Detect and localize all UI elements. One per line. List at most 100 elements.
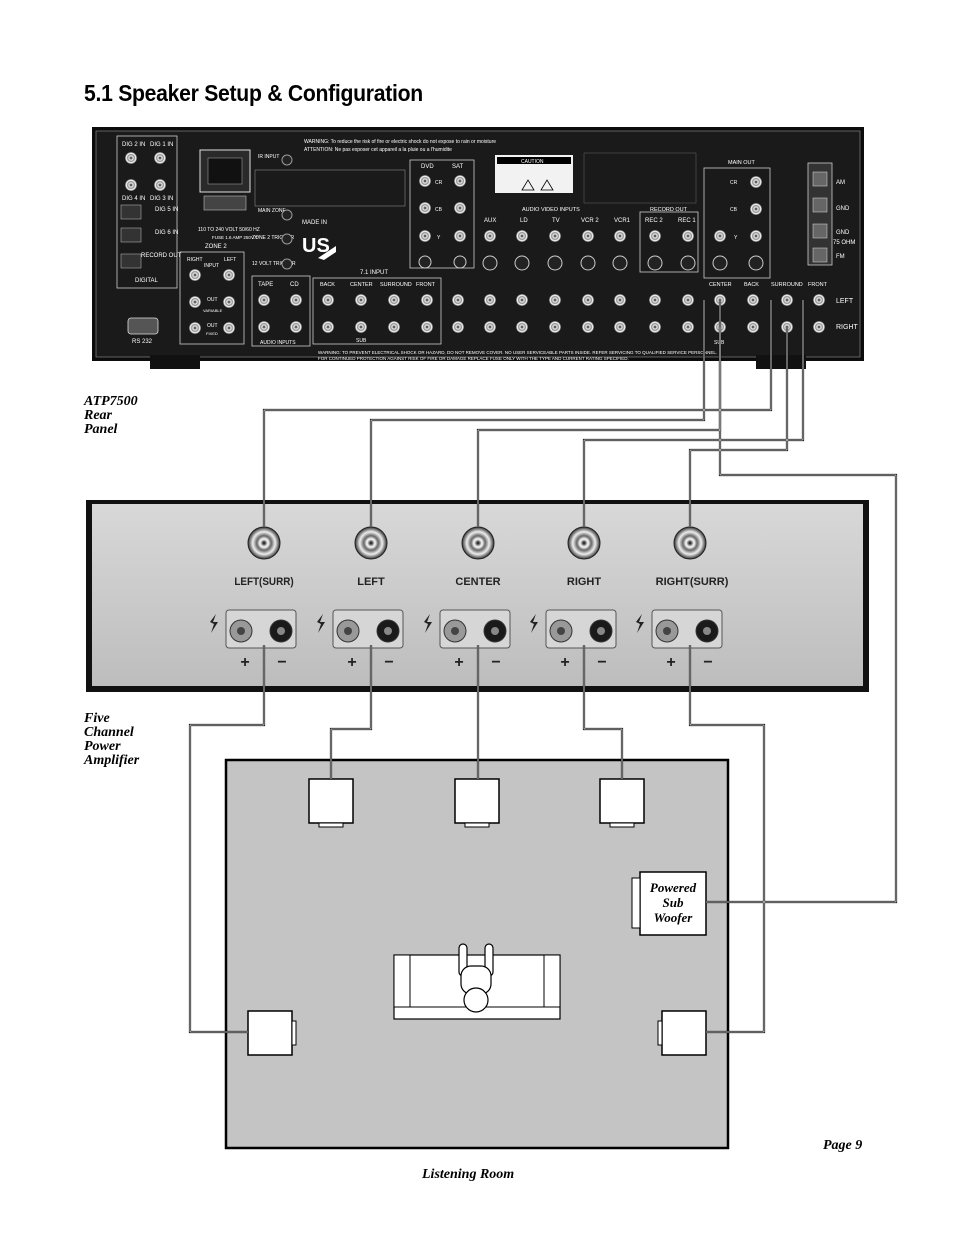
binding-post-negative-core — [384, 627, 392, 635]
dig3-jack — [154, 179, 166, 191]
gnd-label: GND — [836, 206, 850, 212]
vcr2-label: VCR 2 — [581, 218, 599, 224]
gnd-terminal-2 — [812, 223, 828, 239]
volt-trigger-jack — [281, 258, 293, 270]
surround-right-speaker-base — [657, 1020, 663, 1046]
center-speaker — [454, 778, 500, 824]
plus-label: + — [454, 654, 463, 671]
dig2-jack — [125, 152, 137, 164]
vcr1-video-jack — [614, 230, 626, 242]
fuse-holder — [203, 195, 247, 211]
dvd-cb-label: CB — [435, 207, 443, 213]
dig4-jack — [125, 179, 137, 191]
serial-label-area — [254, 169, 406, 207]
main-out-svideo-jack — [712, 255, 728, 271]
input-71-box — [312, 277, 442, 345]
main-out-back-right-jack — [747, 321, 759, 333]
subwoofer-side — [631, 877, 641, 929]
binding-post-positive-core — [344, 627, 352, 635]
zone2-box — [179, 251, 245, 345]
caution-triangle-right — [540, 179, 554, 191]
av-audio-jacks — [452, 294, 694, 333]
amp-input-jack-center — [461, 526, 495, 560]
gnd-terminal — [812, 197, 828, 213]
minus-label: − — [384, 654, 393, 671]
binding-post-positive-core — [663, 627, 671, 635]
aux-label: AUX — [484, 218, 496, 224]
main-out-cb-jack — [750, 203, 762, 215]
amp-input-jack-left-surr — [247, 526, 281, 560]
patents-text-area — [583, 152, 697, 204]
rec1-video-jack — [682, 230, 694, 242]
caption-line: Amplifier — [84, 753, 140, 768]
audio-video-inputs-label: AUDIO VIDEO INPUTS — [522, 207, 580, 213]
amp-input-jack-left — [354, 526, 388, 560]
main-out-label: MAIN OUT — [728, 160, 756, 166]
lightning-icon — [530, 614, 538, 633]
av-audio-jack — [682, 294, 694, 306]
cd-right-jack — [290, 321, 302, 333]
tv-video-jack — [549, 230, 561, 242]
input-71-label: 7.1 INPUT — [360, 270, 388, 276]
sofa-left-arm — [393, 954, 411, 1008]
caption-line: ATP7500 — [84, 394, 138, 409]
dvd-sat-box — [409, 159, 475, 269]
zone2-input-right-jack — [189, 269, 201, 281]
fm-label: FM — [836, 254, 845, 260]
input71-surround-label: SURROUND — [380, 282, 412, 288]
rec2-label: REC 2 — [645, 218, 663, 224]
main-out-front-right-jack — [813, 321, 825, 333]
rear-panel: DIG 2 IN DIG 1 IN DIG 4 IN DIG 3 IN DIG … — [92, 127, 864, 369]
input71-sub-label: SUB — [356, 338, 367, 344]
cable-highlight — [706, 327, 897, 903]
av-jack-row — [482, 230, 696, 271]
input71-center-jack — [355, 294, 367, 306]
rec2-video-jack — [649, 230, 661, 242]
cd-label: CD — [290, 282, 299, 288]
am-terminal — [812, 171, 828, 187]
power-inlet-socket — [207, 157, 243, 185]
page-number: Page 9 — [823, 1138, 863, 1153]
surround-right-speaker — [661, 1010, 707, 1056]
binding-post-negative-core — [277, 627, 285, 635]
binding-post-positive-core — [557, 627, 565, 635]
av-audio-jack — [614, 294, 626, 306]
sat-cb-jack — [454, 202, 466, 214]
vcr1-svideo-jack — [612, 255, 628, 271]
amp-channel: RIGHT(SURR) + − — [636, 526, 729, 671]
dig6-optical-port — [120, 227, 142, 243]
sofa-with-listener — [393, 943, 561, 1020]
input71-back-right-jack — [322, 321, 334, 333]
rear-foot-left — [150, 355, 200, 369]
av-audio-jack — [452, 294, 464, 306]
av-audio-jack — [682, 321, 694, 333]
input71-sub-jack — [355, 321, 367, 333]
us-logo-stripes — [318, 246, 336, 260]
amp-channel: RIGHT + − — [530, 526, 617, 671]
main-out-back-label: BACK — [744, 282, 759, 288]
rec1-svideo-jack — [680, 255, 696, 271]
main-out-front-label: FRONT — [808, 282, 828, 288]
sat-cr-jack — [454, 175, 466, 187]
record-out-section-label: RECORD OUT — [650, 207, 688, 213]
aux-svideo-jack — [482, 255, 498, 271]
power-rating-label: 110 TO 240 VOLT 50/60 HZ — [198, 227, 260, 233]
main-zone-label: MAIN ZONE — [258, 208, 286, 214]
minus-label: − — [277, 654, 286, 671]
plus-label: + — [560, 654, 569, 671]
input71-center-label: CENTER — [350, 282, 373, 288]
front-right-speaker — [599, 778, 645, 824]
av-audio-jack — [516, 321, 528, 333]
lightning-icon — [210, 614, 218, 633]
powered-subwoofer — [639, 871, 707, 936]
main-out-y-label: Y — [734, 235, 738, 241]
main-out-svideo-jack-2 — [748, 255, 764, 271]
av-audio-jack — [649, 321, 661, 333]
main-out-front-left-jack — [813, 294, 825, 306]
amplifier-caption: Five Channel Power Amplifier — [84, 712, 139, 768]
plus-label: + — [347, 654, 356, 671]
subwoofer-label-line3: Woofer — [654, 910, 694, 925]
rs232-label: RS 232 — [132, 339, 153, 345]
av-audio-jack — [549, 321, 561, 333]
binding-post-negative-core — [491, 627, 499, 635]
